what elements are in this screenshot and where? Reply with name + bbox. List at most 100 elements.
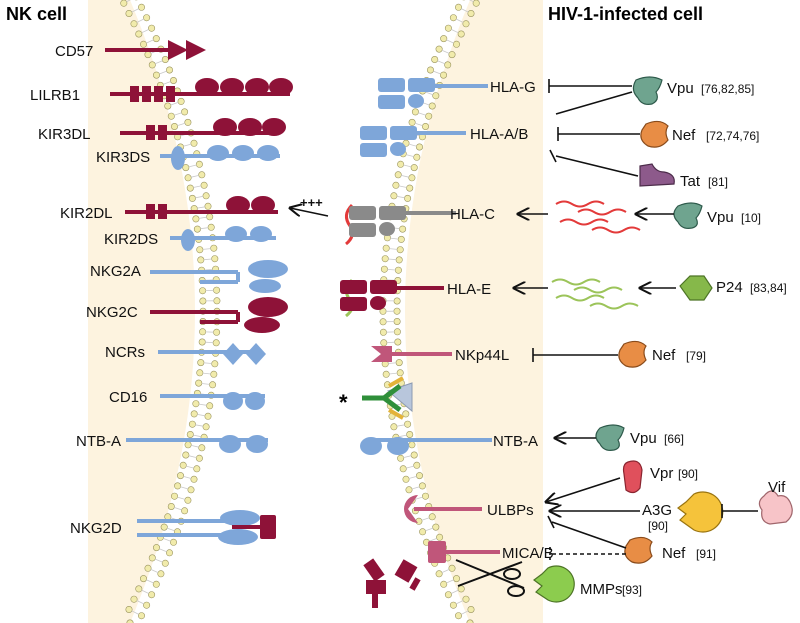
- lipid-tail: [173, 507, 182, 511]
- nef-icon: [618, 340, 647, 368]
- lipid-tail: [389, 372, 398, 375]
- lipid-tail: [408, 143, 417, 147]
- antibody-complex: [362, 376, 413, 420]
- lipid-head: [462, 20, 470, 28]
- kir3dl-receptor: [120, 118, 286, 140]
- lipid-tail: [195, 195, 204, 199]
- nkg2a-receptor: [150, 260, 288, 293]
- lipid-tail: [141, 29, 149, 34]
- lipid-head: [177, 97, 185, 105]
- lipid-tail: [150, 569, 159, 573]
- lipid-head: [153, 544, 161, 552]
- lipid-head: [211, 360, 219, 368]
- lipid-tail: [204, 269, 213, 271]
- lipid-tail: [183, 476, 192, 479]
- nef-1-name: Nef: [672, 127, 696, 144]
- lipid-tail: [411, 486, 420, 490]
- lipid-head: [454, 3, 462, 11]
- lipid-tail: [170, 102, 179, 106]
- lipid-tail: [203, 258, 212, 261]
- lipid-head: [202, 423, 210, 431]
- lipid-head: [193, 225, 201, 233]
- lipid-tail: [198, 403, 207, 406]
- lipid-head: [167, 502, 175, 510]
- asterisk-mark: *: [339, 390, 348, 415]
- lipid-tail: [403, 455, 412, 458]
- lipid-tail: [451, 29, 459, 34]
- vpu-2-ref: [10]: [741, 211, 761, 225]
- lipid-head: [171, 492, 179, 500]
- lipid-head: [198, 171, 206, 179]
- lipid-tail: [203, 362, 212, 364]
- hla-g-molecule: [378, 78, 488, 109]
- ntba-nk-label: NTB-A: [76, 433, 121, 450]
- nkp44l-molecule: [371, 346, 452, 362]
- lipid-head: [393, 297, 401, 305]
- lipid-tail: [198, 216, 207, 219]
- lipid-head: [190, 410, 198, 418]
- lipid-head: [444, 61, 452, 69]
- lipid-tail: [201, 383, 210, 385]
- lipid-head: [148, 591, 156, 599]
- lipid-head: [199, 328, 207, 336]
- mica-b-label: MICA/B: [502, 545, 554, 562]
- nef-icon: [640, 120, 669, 148]
- lipid-tail: [136, 600, 145, 605]
- lipid-head: [177, 472, 185, 480]
- lipid-head: [184, 118, 192, 126]
- lipid-tail: [193, 434, 202, 438]
- lipid-head: [197, 359, 205, 367]
- lipid-head: [380, 265, 388, 273]
- lipid-head: [140, 40, 148, 48]
- cd16-receptor: [160, 392, 265, 410]
- nkg2c-receptor: [150, 297, 288, 333]
- hla-c-label: HLA-C: [450, 206, 495, 223]
- lipid-head: [152, 35, 160, 43]
- lipid-head: [193, 465, 201, 473]
- hla-c-rna-waves: [555, 200, 641, 234]
- lipid-head: [120, 0, 128, 7]
- lipid-tail: [398, 434, 407, 438]
- nef-3-name: Nef: [662, 545, 686, 562]
- lipid-tail: [197, 206, 206, 209]
- lipid-head: [380, 339, 388, 347]
- lipid-head: [190, 475, 198, 483]
- lipid-tail: [408, 476, 417, 479]
- lipid-head: [418, 482, 426, 490]
- hiv-cell-title: HIV-1-infected cell: [548, 4, 703, 24]
- lipid-head: [452, 575, 460, 583]
- hiv-cell-body: [405, 0, 543, 623]
- lipid-head: [197, 256, 205, 264]
- lipid-tail: [186, 465, 194, 469]
- lipid-head: [148, 554, 156, 562]
- lipid-head: [419, 528, 427, 536]
- ulbps-molecule: [404, 495, 482, 523]
- p24-hexagon-icon: [679, 275, 713, 301]
- p24-ref: [83,84]: [750, 281, 787, 295]
- kir3dl-label: KIR3DL: [38, 126, 91, 143]
- lipid-head: [138, 612, 146, 620]
- lipid-tail: [177, 496, 186, 500]
- kir2dl-label: KIR2DL: [60, 205, 113, 222]
- lipid-head: [204, 202, 212, 210]
- lipid-tail: [406, 465, 414, 469]
- lipid-head: [186, 430, 194, 438]
- lipid-head: [160, 523, 168, 531]
- lipid-tail: [195, 424, 204, 427]
- lipid-head: [425, 112, 433, 120]
- lipid-tail: [191, 445, 199, 448]
- kir3ds-label: KIR3DS: [96, 149, 150, 166]
- lipid-tail: [177, 122, 186, 126]
- lipid-head: [394, 266, 402, 274]
- lipid-head: [195, 160, 203, 168]
- lipid-head: [404, 194, 412, 202]
- lipid-tail: [197, 414, 206, 417]
- lipid-tail: [389, 248, 398, 250]
- lipid-head: [143, 14, 151, 22]
- lipid-head: [436, 533, 444, 541]
- lipid-tail: [131, 610, 139, 615]
- lipid-tail: [188, 455, 197, 458]
- lipid-tail: [159, 548, 167, 553]
- lipid-head: [212, 339, 220, 347]
